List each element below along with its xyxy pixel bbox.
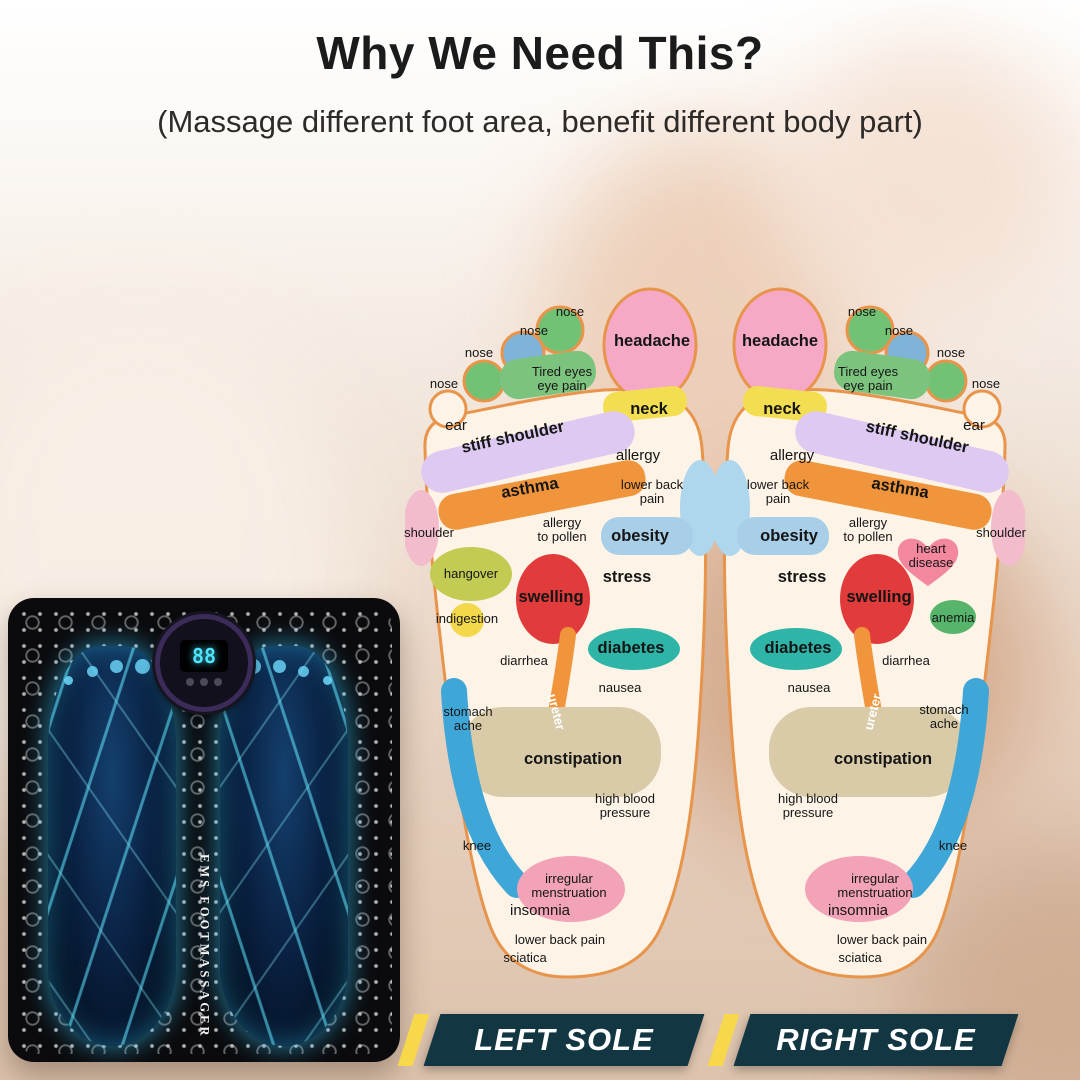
- controller-buttons: [200, 678, 208, 686]
- glow-foot-right: [220, 646, 348, 1046]
- right-foot: [710, 289, 1025, 977]
- left-sole-label: LEFT SOLE: [474, 1022, 654, 1057]
- product-device: EMS FOOTMASSAGER 88: [8, 598, 400, 1062]
- right-foot-extras: [897, 538, 976, 634]
- hangover-zone: [430, 547, 512, 601]
- led-display: 88: [180, 640, 228, 672]
- left-foot: [405, 289, 720, 977]
- banner-accent-stripe: [707, 1014, 740, 1066]
- anemia-zone: [930, 600, 976, 634]
- banner-accent-stripe: [397, 1014, 430, 1066]
- page-subtitle: (Massage different foot area, benefit di…: [157, 104, 923, 139]
- right-sole-banner: RIGHT SOLE: [707, 1014, 1019, 1066]
- controller-unit: 88: [155, 614, 253, 712]
- glow-foot-left: [48, 646, 176, 1046]
- left-sole-banner: LEFT SOLE: [397, 1014, 705, 1066]
- reflexology-chart: [405, 283, 1025, 983]
- indigestion-zone: [450, 603, 484, 637]
- right-sole-label: RIGHT SOLE: [776, 1022, 976, 1057]
- bg-blur-haze: [780, 40, 1080, 320]
- brand-label: EMS FOOTMASSAGER: [197, 854, 212, 1039]
- massager-pad: EMS FOOTMASSAGER: [8, 598, 400, 1062]
- heart-disease-zone: [897, 538, 959, 586]
- page-title: Why We Need This?: [316, 27, 764, 79]
